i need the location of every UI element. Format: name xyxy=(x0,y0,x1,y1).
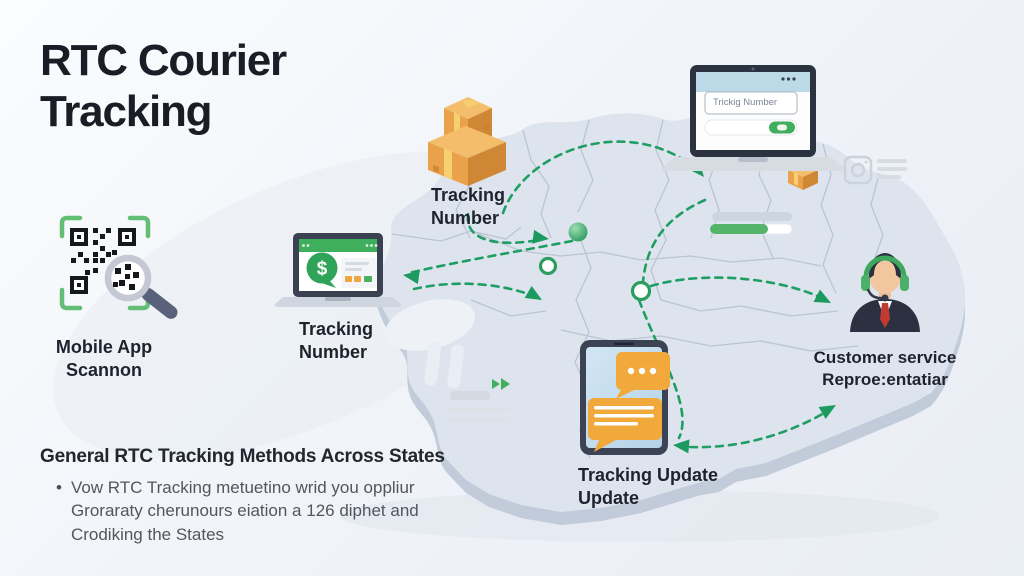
search-laptop-icon xyxy=(655,58,855,173)
map-bay xyxy=(384,299,476,389)
qr-scanner-graphic xyxy=(55,210,190,340)
headset-agent-icon xyxy=(835,235,945,340)
search-input xyxy=(704,91,798,115)
search-button-icon xyxy=(769,121,795,134)
bullet-line-2: Groraraty cherunours eiation a 126 diphe… xyxy=(70,501,419,521)
tracking-dot xyxy=(568,222,588,242)
tracking-laptop-label: Tracking Number xyxy=(299,318,389,365)
waypoint-ring xyxy=(630,280,652,302)
scan-brackets-icon xyxy=(59,215,151,311)
packages-label: Tracking Number xyxy=(431,184,521,231)
dashed-route-arrows xyxy=(407,140,833,449)
search-input-value: Trickig Number xyxy=(713,97,778,108)
tracking-laptop-label-line2: Number xyxy=(299,342,368,363)
double-arrow-icon xyxy=(492,378,510,390)
phone-label-line1: Tracking Update xyxy=(578,465,719,485)
waypoint-ring xyxy=(538,256,558,276)
text-lines-icon xyxy=(877,159,907,179)
bullet-marker: • xyxy=(56,478,62,497)
agent-label: Customer service Reproe:entatiar xyxy=(805,347,965,391)
chat-bubble-text-icon xyxy=(588,398,662,452)
packages-label-line1: Tracking xyxy=(431,185,506,205)
chat-bubble-dots-icon xyxy=(616,352,670,399)
agent-label-line1: Customer service xyxy=(813,348,957,367)
footer-bullet-text: Vow RTC Tracking metuetino wrid you oppl… xyxy=(71,476,419,546)
footer-bullet: • Vow RTC Tracking metuetino wrid you op… xyxy=(56,476,476,546)
phone-icon xyxy=(570,335,682,460)
magnifier-icon xyxy=(104,254,178,319)
scanner-label: Mobile App Scannon xyxy=(38,336,170,383)
packages-label-line2: Number xyxy=(431,208,500,229)
dollar-symbol: $ xyxy=(317,259,328,280)
bullet-line-3: Crodiking the States xyxy=(70,524,225,544)
tracking-laptop-icon: $ xyxy=(275,228,405,313)
package-boxes-icon xyxy=(420,88,515,188)
progress-bar xyxy=(709,212,793,235)
qr-code-icon xyxy=(70,228,136,294)
camera-icon xyxy=(843,155,873,185)
phone-label-line2: Update xyxy=(578,488,640,509)
scanner-label-line2: Scannon xyxy=(65,360,142,381)
dollar-chat-icon: $ xyxy=(306,252,338,288)
bullet-line-1: Vow RTC Tracking metuetino wrid you oppl… xyxy=(70,478,415,497)
tracking-laptop-label-line1: Tracking xyxy=(299,319,374,339)
map-graphic xyxy=(376,113,966,512)
page-title: RTC Courier Tracking xyxy=(40,36,287,136)
phone-label: Tracking Update Update xyxy=(578,464,728,511)
footer-heading: General RTC Tracking Methods Across Stat… xyxy=(40,446,445,467)
list-lines xyxy=(448,391,510,422)
agent-label-line2: Reproe:entatiar xyxy=(822,370,948,390)
scanner-label-line1: Mobile App xyxy=(55,337,153,357)
